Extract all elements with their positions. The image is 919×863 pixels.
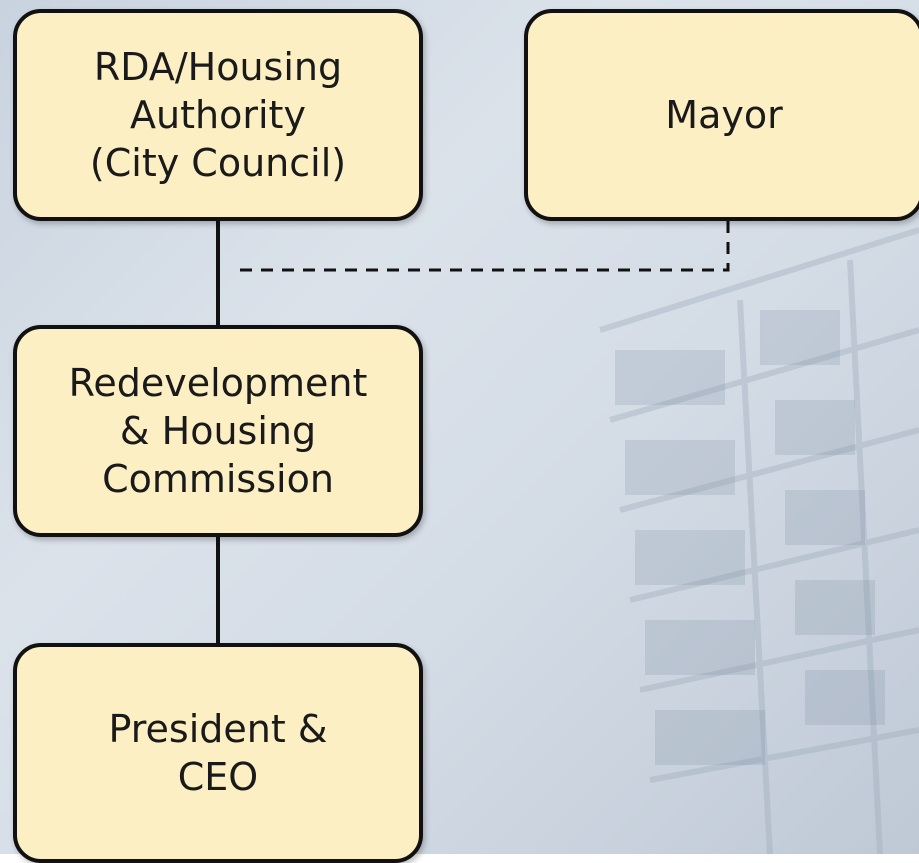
mayor-box: Mayor	[524, 9, 919, 221]
rda-housing-authority-box: RDA/Housing Authority (City Council)	[13, 9, 423, 221]
president-ceo-box: President & CEO	[13, 643, 423, 863]
mayor-dashed-line	[238, 221, 730, 272]
redevelopment-housing-commission-box: Redevelopment & Housing Commission	[13, 325, 423, 537]
